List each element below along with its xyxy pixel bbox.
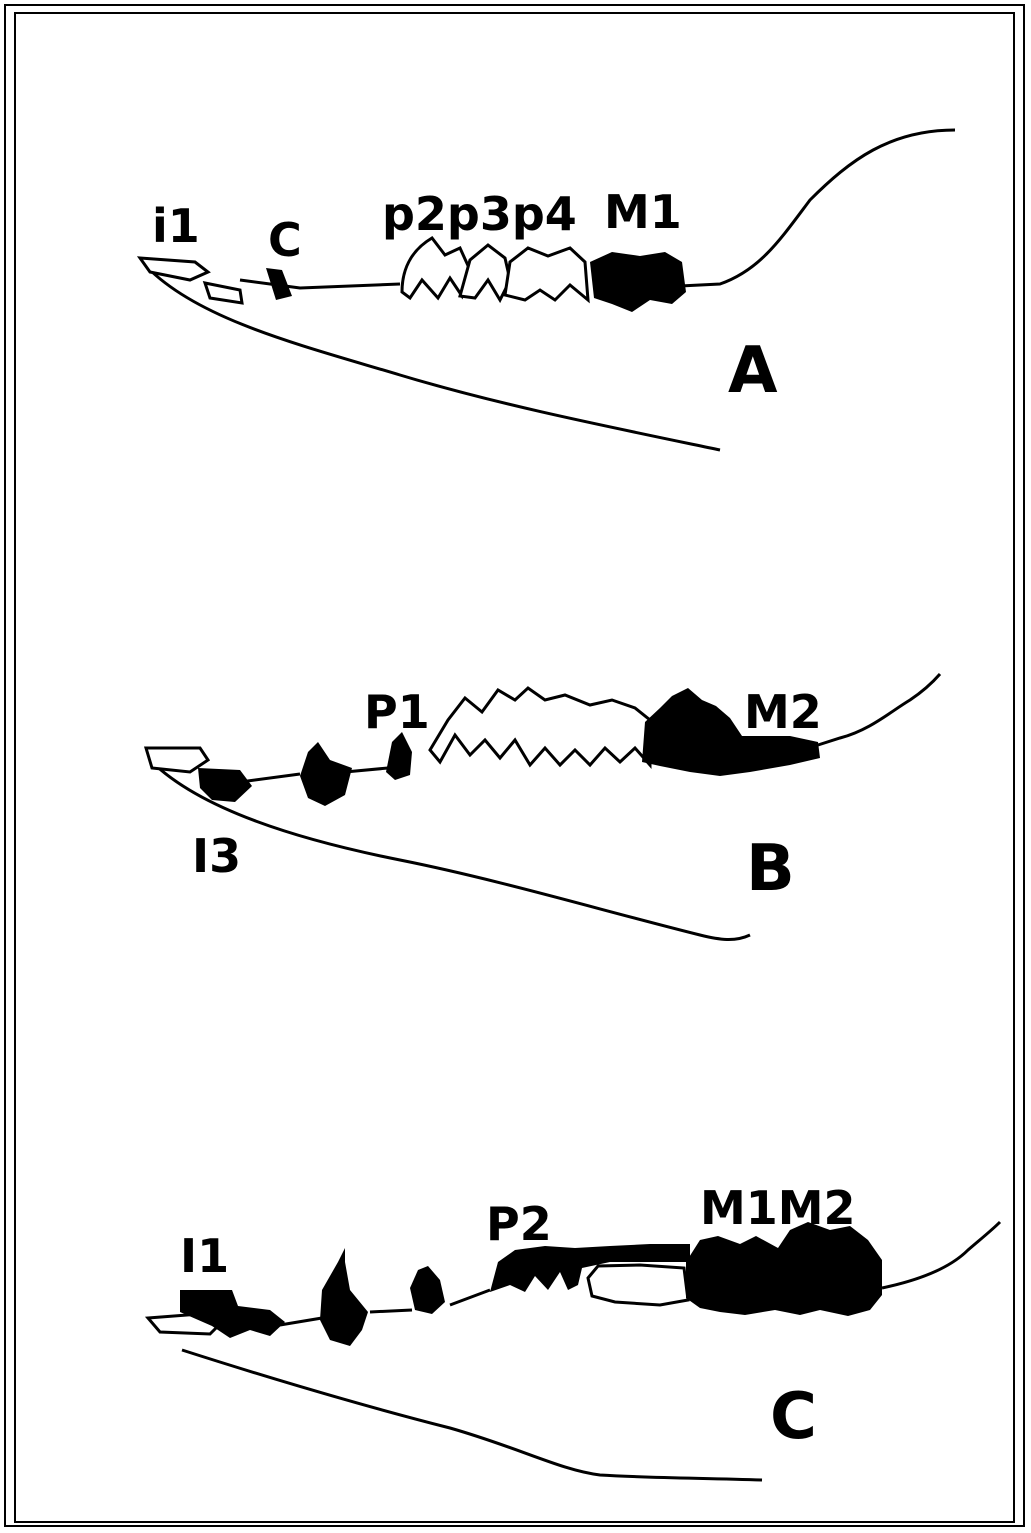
panel-a-letter: A <box>728 334 778 408</box>
panel-c-premolar-outline <box>588 1265 688 1305</box>
panel-a-incisor-i2 <box>205 283 242 303</box>
panel-a: i1 C p2p3p4 M1 A <box>140 130 955 450</box>
panel-b-letter: B <box>746 832 795 906</box>
panel-a-incisor-i1 <box>140 258 208 280</box>
panel-c-jaw-lower-line <box>182 1350 762 1480</box>
panel-c: I1 P2 M1M2 C <box>148 1181 1000 1480</box>
panel-b-label-premolar: P1 <box>364 685 430 739</box>
panel-c-label-incisor: I1 <box>180 1229 229 1283</box>
panel-c-label-premolar: P2 <box>486 1197 552 1251</box>
panel-a-premolar-p3 <box>460 245 510 300</box>
panel-c-molars <box>686 1222 882 1316</box>
panel-c-label-molars: M1M2 <box>700 1181 856 1235</box>
panel-b-premolars-outline <box>430 688 650 765</box>
panel-c-canine <box>320 1248 368 1346</box>
panel-a-molar-m1 <box>590 252 686 312</box>
panel-b-label-incisor: I3 <box>192 829 241 883</box>
panel-a-label-canine: C <box>268 213 302 267</box>
panel-b-incisor-i3 <box>198 768 252 802</box>
panel-b-premolar-p1 <box>386 732 412 780</box>
panel-a-label-incisor: i1 <box>152 199 200 253</box>
panel-a-premolar-p4 <box>505 248 588 300</box>
panel-c-premolar-p1 <box>410 1266 445 1314</box>
panel-c-letter: C <box>770 1380 817 1454</box>
panel-a-label-premolars: p2p3p4 <box>382 187 577 241</box>
panel-b-label-molar: M2 <box>744 685 822 739</box>
panel-b: P1 M2 I3 B <box>146 674 940 940</box>
panel-a-premolar-p2 <box>402 238 470 298</box>
panel-b-canine <box>300 742 352 806</box>
panel-a-label-molar: M1 <box>604 185 682 239</box>
